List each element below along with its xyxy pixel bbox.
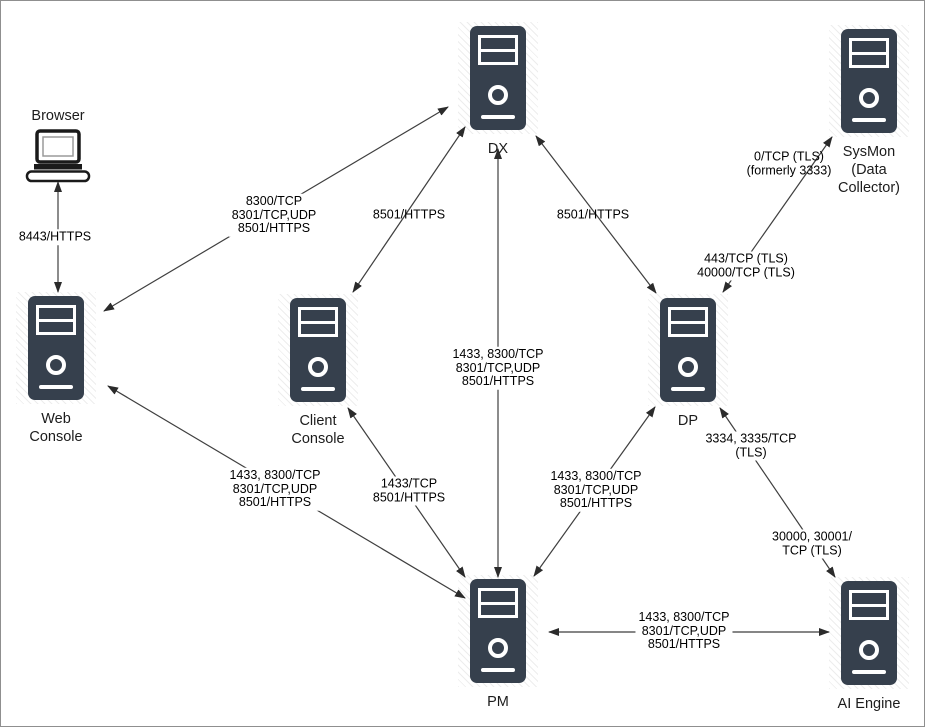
node-label-dx: DX <box>487 141 509 157</box>
edge-label-dp-sysmon-upper: 0/TCP (TLS) (formerly 3333) <box>746 149 832 177</box>
edge-label-clientconsole-pm: 1433/TCP 8501/HTTPS <box>369 476 449 506</box>
edge-label-browser-webconsole: 8443/HTTPS <box>15 229 95 245</box>
server-icon-client-console <box>278 294 358 406</box>
server-icon-dx <box>458 22 538 134</box>
edge-label-dp-pm: 1433, 8300/TCP 8301/TCP,UDP 8501/HTTPS <box>547 468 645 512</box>
server-icon-dp <box>648 294 728 406</box>
edge-label-dp-sysmon-lower: 443/TCP (TLS) 40000/TCP (TLS) <box>694 251 798 281</box>
node-ai-engine: AI Engine <box>799 577 924 713</box>
edge-label-dp-aiengine-upper: 3334, 3335/TCP (TLS) <box>702 431 800 461</box>
node-label-dp: DP <box>677 413 699 429</box>
edge-label-pm-dx: 1433, 8300/TCP 8301/TCP,UDP 8501/HTTPS <box>449 346 547 390</box>
node-sysmon: SysMon (Data Collector) <box>799 25 924 197</box>
node-label-client-console: Client Console <box>291 413 345 448</box>
node-label-pm: PM <box>487 694 509 710</box>
node-web-console: Web Console <box>1 292 126 446</box>
laptop-icon <box>25 129 91 183</box>
edge-label-pm-aiengine: 1433, 8300/TCP 8301/TCP,UDP 8501/HTTPS <box>635 609 733 653</box>
server-icon-pm <box>458 575 538 687</box>
node-pm: PM <box>428 575 568 711</box>
server-icon-sysmon <box>829 25 909 137</box>
node-label-browser: Browser <box>31 108 85 124</box>
node-dp: DP <box>618 294 758 430</box>
edge-label-webconsole-pm: 1433, 8300/TCP 8301/TCP,UDP 8501/HTTPS <box>226 467 324 511</box>
node-browser: Browser <box>1 107 128 184</box>
node-label-web-console: Web Console <box>29 411 83 446</box>
edge-label-webconsole-dx: 8300/TCP 8301/TCP,UDP 8501/HTTPS <box>228 193 320 237</box>
edge-clientconsole-dx <box>352 126 466 293</box>
edge-label-clientconsole-dx: 8501/HTTPS <box>372 207 446 222</box>
edge-label-dx-dp: 8501/HTTPS <box>556 207 630 222</box>
node-label-sysmon: SysMon (Data Collector) <box>837 144 901 197</box>
edge-label-dp-aiengine-lower: 30000, 30001/ TCP (TLS) <box>769 529 855 559</box>
node-label-ai-engine: AI Engine <box>837 696 901 712</box>
server-icon-web-console <box>16 292 96 404</box>
edge-dx-dp <box>535 135 657 294</box>
server-icon-ai-engine <box>829 577 909 689</box>
node-dx: DX <box>428 22 568 158</box>
node-client-console: Client Console <box>248 294 388 448</box>
